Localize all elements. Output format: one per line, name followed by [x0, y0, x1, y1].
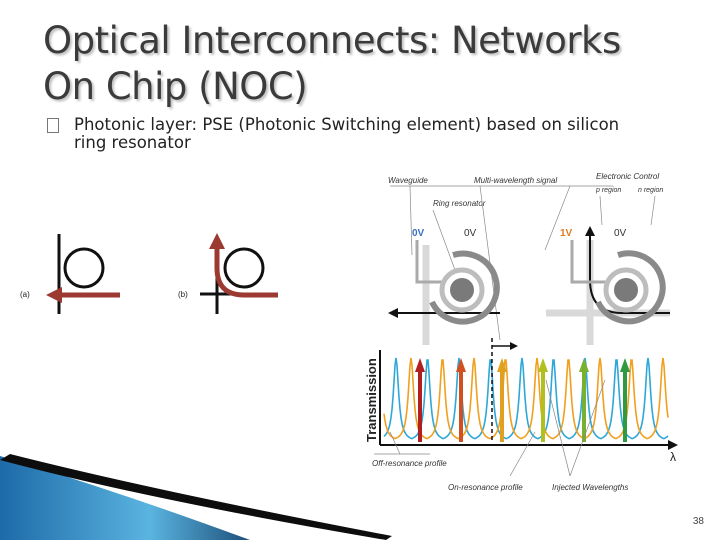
switch-state-b: (b): [178, 233, 278, 314]
arrow-left-icon: [46, 287, 62, 303]
arrow-up-icon: [585, 226, 595, 236]
on-resonance-curve: [383, 357, 669, 440]
label-p-region: p region: [595, 187, 621, 194]
bottom-leader-lines: [374, 379, 606, 477]
pse-on-voltage-right: 0V: [614, 228, 627, 239]
pse-on-ring-core: [614, 278, 638, 302]
pse-off-ring: [439, 267, 485, 313]
arrow-up-icon: [579, 358, 589, 372]
slide-title: Optical Interconnects: Networks On Chip …: [43, 18, 683, 110]
arrow-up-icon: [209, 233, 225, 249]
pse-off-control-wire: [415, 240, 442, 284]
bullet-text: Photonic layer: PSE (Photonic Switching …: [74, 115, 620, 152]
arrow-right-icon: [510, 342, 518, 350]
y-axis-label: Transmission: [364, 358, 379, 442]
swoosh-dark-stroke: [0, 454, 392, 540]
pse-off-voltage-left: 0V: [412, 228, 425, 239]
ring-resonator-a: [63, 247, 105, 289]
decorative-swoosh: [0, 454, 392, 540]
label-n-region: n region: [638, 187, 663, 194]
arrow-up-icon: [620, 358, 630, 372]
pse-on: 1V 0V: [546, 226, 670, 345]
label-electronic-control: Electronic Control: [596, 172, 659, 181]
injected-wavelength-arrows: [415, 358, 630, 442]
pse-off-voltage-right: 0V: [464, 228, 477, 239]
slide-number: 38: [692, 516, 704, 527]
label-b: (b): [178, 290, 188, 299]
pse-off: 0V 0V: [388, 228, 500, 345]
label-a: (a): [20, 290, 30, 299]
arrow-left-icon: [388, 308, 398, 318]
label-ring-resonator: Ring resonator: [433, 199, 486, 208]
off-resonance-curve: [383, 357, 669, 440]
resonance-profiles: [383, 357, 669, 440]
pse-on-voltage-left: 1V: [560, 228, 573, 239]
pse-on-outer-ring: [595, 250, 666, 325]
title-line-1: Optical Interconnects: Networks: [43, 19, 621, 62]
pse-on-control-wire: [570, 240, 608, 284]
leader-lines: [390, 185, 656, 341]
arrow-up-icon: [456, 358, 466, 372]
title-line-2: On Chip (NOC): [43, 65, 308, 108]
switch-state-a: (a): [20, 234, 120, 314]
label-injected: Injected Wavelengths: [552, 483, 628, 492]
pse-on-ring: [603, 267, 649, 313]
pse-spectrum-figure: Waveguide Multi-wavelength signal Electr…: [364, 172, 678, 492]
label-multi-wavelength: Multi-wavelength signal: [474, 176, 557, 185]
arrow-up-icon: [538, 358, 548, 372]
ring-resonator-b: [223, 247, 265, 289]
drop-path-b: [214, 246, 278, 298]
x-axis-lambda: λ: [670, 450, 676, 464]
pse-off-outer-ring: [429, 250, 500, 325]
pse-off-ring-core: [450, 278, 474, 302]
swoosh-blue-band: [0, 456, 250, 540]
arrow-up-icon: [415, 358, 425, 372]
arrow-up-icon: [497, 358, 507, 372]
label-on-resonance: On-resonance profile: [448, 483, 523, 492]
square-bullet-icon: [47, 118, 59, 133]
ring-switch-figure: (a) (b): [20, 233, 278, 314]
x-axis-arrow-icon: [668, 440, 678, 450]
label-off-resonance: Off-resonance profile: [372, 459, 447, 468]
label-waveguide: Waveguide: [388, 176, 428, 185]
